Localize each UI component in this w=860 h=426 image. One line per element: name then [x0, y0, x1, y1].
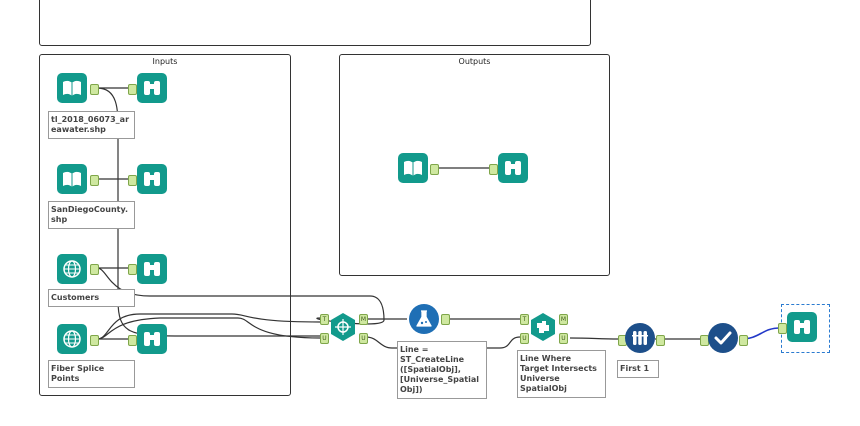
book-icon: [63, 171, 81, 187]
input-anchor[interactable]: [489, 164, 498, 175]
check-tool-output-anchor[interactable]: [739, 335, 748, 346]
binoculars-icon: [144, 81, 160, 95]
outputs-container-title: Outputs: [458, 57, 491, 66]
browse-tool-sandiego[interactable]: [137, 164, 167, 194]
binoculars-icon: [144, 172, 160, 186]
spatial-filter-matched-anchor[interactable]: M: [559, 314, 568, 325]
formula-tool[interactable]: [409, 304, 439, 334]
input-data-tool-fiber[interactable]: [57, 324, 87, 354]
check-icon: [714, 331, 732, 345]
outputs-browse-tool[interactable]: [498, 153, 528, 183]
binoculars-icon: [794, 320, 810, 334]
outputs-container[interactable]: Outputs: [339, 54, 610, 276]
final-browse-tool[interactable]: [787, 312, 817, 342]
sample-tool[interactable]: [625, 323, 655, 353]
binoculars-icon: [144, 262, 160, 276]
input-data-tool-areawater[interactable]: [57, 73, 87, 103]
input-areawater-label[interactable]: tl_2018_06073_ar eawater.shp: [48, 111, 135, 139]
flask-icon: [416, 310, 432, 327]
input-data-tool-sandiego[interactable]: [57, 164, 87, 194]
spatial-filter-tool[interactable]: [528, 312, 558, 342]
spatial-filter-label[interactable]: Line Where Target Intersects Universe Sp…: [517, 350, 606, 398]
output-anchor[interactable]: [90, 264, 99, 275]
spatial-match-unmatched-anchor[interactable]: U: [359, 333, 368, 344]
output-anchor[interactable]: [430, 164, 439, 175]
spatial-match-universe-anchor[interactable]: U: [320, 333, 329, 344]
spatial-match-icon: [331, 313, 355, 341]
formula-label[interactable]: Line = ST_CreateLine ([SpatialObj], [Uni…: [397, 341, 487, 399]
spatial-filter-universe-anchor[interactable]: U: [520, 333, 529, 344]
input-customers-label[interactable]: Customers: [48, 289, 135, 307]
globe-icon: [63, 260, 81, 278]
spatial-filter-unmatched-anchor[interactable]: U: [559, 333, 568, 344]
inputs-container-title: Inputs: [152, 57, 178, 66]
wire-fiber-spatialmatch-2: [96, 317, 321, 340]
browse-tool-customers[interactable]: [137, 254, 167, 284]
spatial-filter-target-anchor[interactable]: T: [520, 314, 529, 325]
input-sandiego-label[interactable]: SanDiegoCounty. shp: [48, 201, 135, 229]
wire-filter-sample: [569, 337, 619, 340]
binoculars-icon: [505, 161, 521, 175]
wire-fiber-spatialmatch: [96, 313, 321, 340]
output-anchor[interactable]: [90, 335, 99, 346]
input-anchor[interactable]: [128, 84, 137, 95]
input-fiber-label[interactable]: Fiber Splice Points: [48, 360, 135, 388]
spatial-match-target-anchor[interactable]: T: [320, 314, 329, 325]
formula-output-anchor[interactable]: [441, 314, 450, 325]
top-container[interactable]: [39, 0, 591, 46]
input-anchor[interactable]: [128, 335, 137, 346]
input-data-tool-customers[interactable]: [57, 254, 87, 284]
input-anchor[interactable]: [128, 175, 137, 186]
check-tool[interactable]: [708, 323, 738, 353]
spatial-match-tool[interactable]: [328, 312, 358, 342]
book-icon: [404, 160, 422, 176]
book-icon: [63, 80, 81, 96]
browse-tool-areawater[interactable]: [137, 73, 167, 103]
output-anchor[interactable]: [90, 84, 99, 95]
final-browse-input-anchor[interactable]: [778, 323, 787, 334]
spatial-match-matched-anchor[interactable]: M: [359, 314, 368, 325]
output-anchor[interactable]: [90, 175, 99, 186]
test-tubes-icon: [632, 331, 648, 345]
globe-icon: [63, 330, 81, 348]
spatial-filter-icon: [531, 313, 555, 341]
sample-output-anchor[interactable]: [656, 335, 665, 346]
binoculars-icon: [144, 332, 160, 346]
sample-label[interactable]: First 1: [617, 360, 659, 378]
input-anchor[interactable]: [128, 264, 137, 275]
browse-tool-fiber[interactable]: [137, 324, 167, 354]
outputs-input-tool[interactable]: [398, 153, 428, 183]
